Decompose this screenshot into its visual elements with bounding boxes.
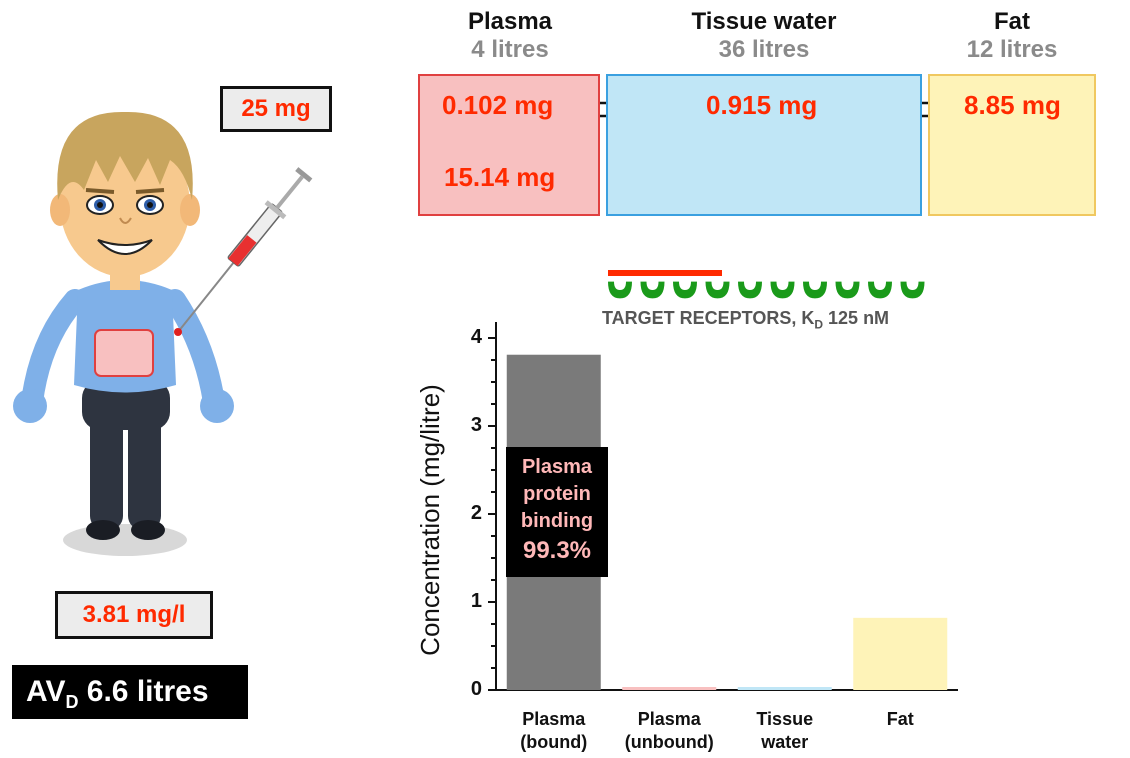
y-tick-label: 2 [470,502,482,524]
receptor-site [803,281,827,299]
compartment-volume: 36 litres [718,36,810,63]
compartment-plasma-header: Plasma 4 litres [420,8,600,64]
y-tick-label: 0 [470,678,482,700]
tissue-water-amount: 0.915 mg [706,90,818,120]
y-tick-label: 4 [470,326,482,348]
dose-box: 25 mg [220,86,332,132]
plasma-bound-amount: 15.14 mg [444,162,556,192]
receptor-site [900,281,925,299]
plasma-compartment-box [418,74,600,216]
receptor-site [640,281,665,299]
y-tick-label: 3 [470,414,482,436]
receptors-label: TARGET RECEPTORS, KD 125 nM [602,308,889,332]
receptor-site [608,281,632,299]
binding-annotation: Plasma protein binding 99.3% [506,447,608,577]
binding-line3: binding [520,510,594,532]
receptor-site [868,281,892,299]
receptors-label-subscript: D [814,317,824,332]
plasma-unbound-amount: 0.102 mg [442,90,554,120]
fat-compartment-box [928,74,1096,216]
y-tick-label: 1 [470,590,482,612]
compartment-volume: 4 litres [471,36,549,63]
syringe-icon [174,167,313,336]
receptor-site [770,281,795,299]
compartment-name: Plasma [467,8,553,35]
tissue-compartment-box [606,74,922,216]
compartment-name: Tissue water [691,8,837,35]
compartment-volume: 12 litres [966,36,1058,63]
avd-subscript: D [65,692,79,712]
receptors-label-prefix: TARGET RECEPTORS, K [602,308,815,328]
x-category-label: Plasma(bound) [520,709,588,752]
y-axis-label: Concentration (mg/litre) [415,384,445,656]
compartment-tissue-header: Tissue water 36 litres [606,8,922,64]
bar [622,687,717,690]
compartment-fat-header: Fat 12 litres [928,8,1096,64]
avd-value: 6.6 litres [78,675,209,708]
receptors-label-suffix: 125 nM [823,308,890,328]
receptor-row [608,281,925,299]
x-category-label: Fat [886,709,914,729]
receptor-site [835,281,860,299]
binding-line2: protein [523,483,591,505]
plasma-patch [94,329,154,377]
receptor-site [673,281,697,299]
bar [737,687,832,690]
receptor-site [705,281,730,299]
fat-amount: 8.85 mg [964,90,1061,120]
binding-value: 99.3% [522,537,592,564]
apparent-volume-label: AVD 6.6 litres [12,665,248,719]
plasma-concentration-box: 3.81 mg/l [55,591,213,639]
bar [853,617,948,690]
x-category-label: Plasma(unbound) [624,709,714,752]
compartment-name: Fat [994,8,1030,35]
receptor-site [738,281,762,299]
avd-main: AV [26,675,66,708]
binding-line1: Plasma [521,456,593,478]
